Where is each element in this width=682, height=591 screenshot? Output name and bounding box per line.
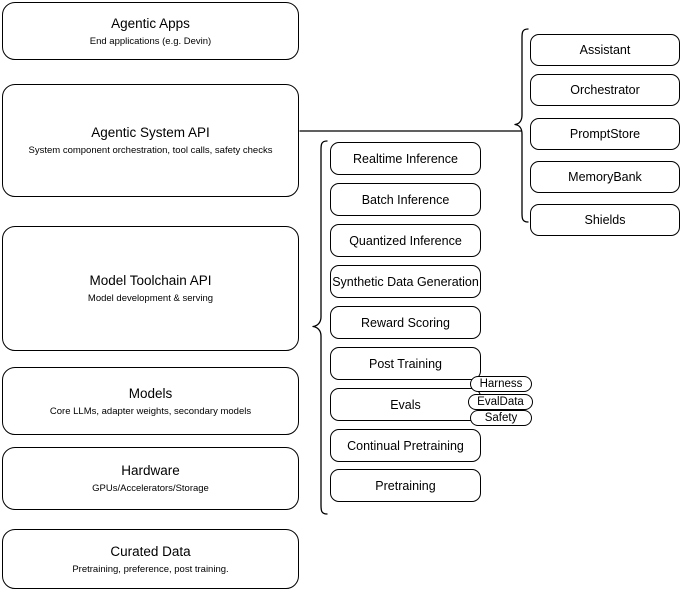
- component-label: PromptStore: [569, 127, 641, 141]
- capability-label: Reward Scoring: [361, 315, 450, 330]
- layer-title: Hardware: [121, 463, 180, 478]
- pill-label: Harness: [479, 378, 523, 390]
- system-component-shields[interactable]: Shields: [530, 204, 680, 236]
- evals-subcomponent-evaldata[interactable]: EvalData: [468, 394, 533, 410]
- layer-title: Agentic System API: [91, 125, 210, 140]
- pill-label: EvalData: [477, 396, 524, 408]
- layer-models[interactable]: Models Core LLMs, adapter weights, secon…: [2, 367, 299, 435]
- layer-agentic-system-api[interactable]: Agentic System API System component orch…: [2, 84, 299, 197]
- capability-realtime-inference[interactable]: Realtime Inference: [330, 142, 481, 175]
- layer-agentic-apps[interactable]: Agentic Apps End applications (e.g. Devi…: [2, 2, 299, 60]
- system-component-assistant[interactable]: Assistant: [530, 34, 680, 66]
- system-components-brace: [514, 28, 529, 223]
- capability-evals[interactable]: Evals: [330, 388, 481, 421]
- layer-subtitle: Pretraining, preference, post training.: [72, 563, 229, 575]
- capability-continual-pretraining[interactable]: Continual Pretraining: [330, 429, 481, 462]
- component-label: Orchestrator: [570, 83, 640, 97]
- capability-label: Continual Pretraining: [347, 438, 464, 453]
- capability-reward-scoring[interactable]: Reward Scoring: [330, 306, 481, 339]
- layer-subtitle: Model development & serving: [87, 293, 214, 304]
- capability-quantized-inference[interactable]: Quantized Inference: [330, 224, 481, 257]
- system-component-promptstore[interactable]: PromptStore: [530, 118, 680, 150]
- system-component-orchestrator[interactable]: Orchestrator: [530, 74, 680, 106]
- layer-subtitle: System component orchestration, tool cal…: [28, 145, 273, 156]
- component-label: Shields: [584, 213, 626, 227]
- evals-subcomponent-safety[interactable]: Safety: [470, 410, 532, 426]
- layer-subtitle: Core LLMs, adapter weights, secondary mo…: [49, 405, 252, 417]
- capability-label: Quantized Inference: [349, 233, 462, 248]
- layer-title: Models: [128, 385, 173, 401]
- capability-label: Pretraining: [375, 478, 436, 493]
- capability-label: Synthetic Data Generation: [332, 274, 479, 289]
- layer-hardware[interactable]: Hardware GPUs/Accelerators/Storage: [2, 447, 299, 510]
- component-label: MemoryBank: [568, 170, 642, 184]
- layer-subtitle: GPUs/Accelerators/Storage: [92, 483, 209, 494]
- evals-subcomponent-harness[interactable]: Harness: [470, 376, 532, 392]
- capability-pretraining[interactable]: Pretraining: [330, 469, 481, 502]
- capability-synthetic-data-generation[interactable]: Synthetic Data Generation: [330, 265, 481, 298]
- capability-label: Evals: [390, 397, 421, 412]
- layer-title: Model Toolchain API: [89, 273, 212, 288]
- layer-title: Agentic Apps: [111, 15, 190, 31]
- layer-model-toolchain-api[interactable]: Model Toolchain API Model development & …: [2, 226, 299, 351]
- capability-batch-inference[interactable]: Batch Inference: [330, 183, 481, 216]
- component-label: Assistant: [579, 43, 631, 57]
- capability-label: Post Training: [369, 356, 442, 371]
- layer-curated-data[interactable]: Curated Data Pretraining, preference, po…: [2, 529, 299, 589]
- layer-title: Curated Data: [110, 543, 191, 559]
- pill-label: Safety: [484, 412, 518, 424]
- capability-label: Batch Inference: [361, 192, 450, 207]
- system-component-memorybank[interactable]: MemoryBank: [530, 161, 680, 193]
- capability-label: Realtime Inference: [353, 151, 458, 166]
- capability-post-training[interactable]: Post Training: [330, 347, 481, 380]
- toolchain-capabilities-brace: [312, 140, 328, 515]
- layer-subtitle: End applications (e.g. Devin): [89, 35, 212, 47]
